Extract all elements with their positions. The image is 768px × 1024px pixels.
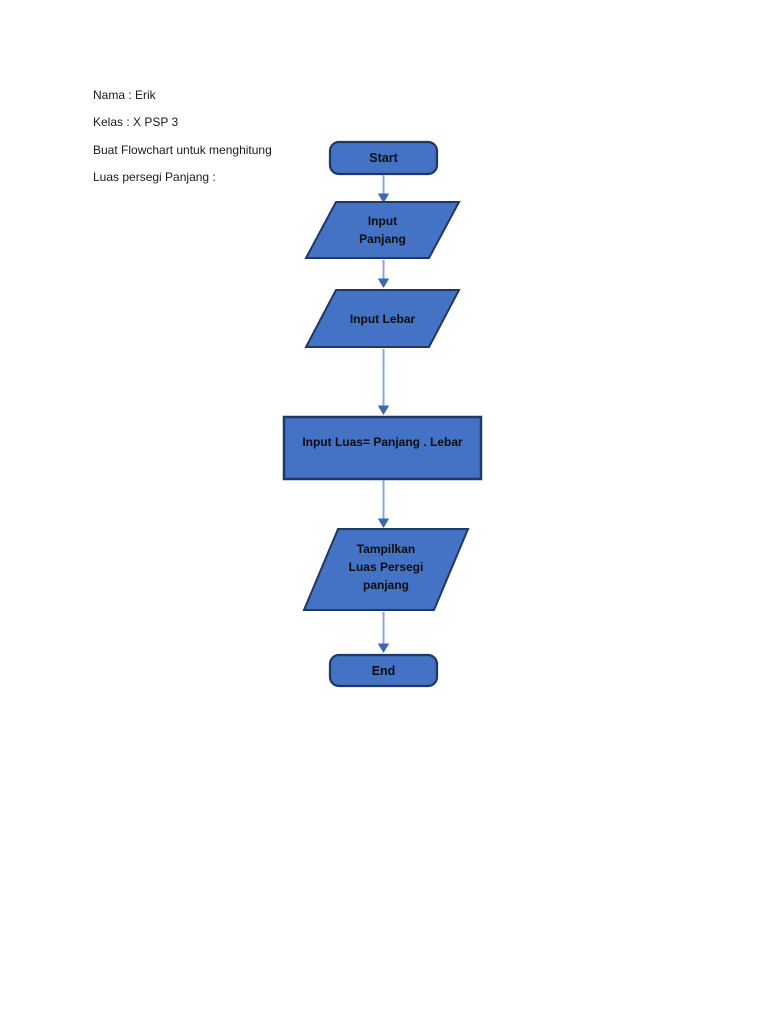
arrow-process-to-output — [377, 480, 390, 528]
start-shape — [328, 140, 439, 176]
arrow-input-panjang-to-input-lebar — [377, 260, 390, 288]
note-task-line2: Luas persegi Panjang : — [93, 170, 216, 184]
end-shape — [328, 653, 439, 688]
arrow-start-to-input-panjang — [377, 175, 390, 203]
input-lebar-shape — [304, 289, 461, 348]
arrow-output-to-end — [377, 612, 390, 653]
note-nama: Nama : Erik — [93, 88, 156, 102]
output-shape — [302, 528, 470, 611]
process-shape — [282, 415, 483, 481]
arrow-input-lebar-to-process — [377, 349, 390, 415]
input-panjang-shape — [304, 201, 461, 259]
note-kelas: Kelas : X PSP 3 — [93, 115, 179, 129]
note-task-line1: Buat Flowchart untuk menghitung — [93, 143, 272, 157]
